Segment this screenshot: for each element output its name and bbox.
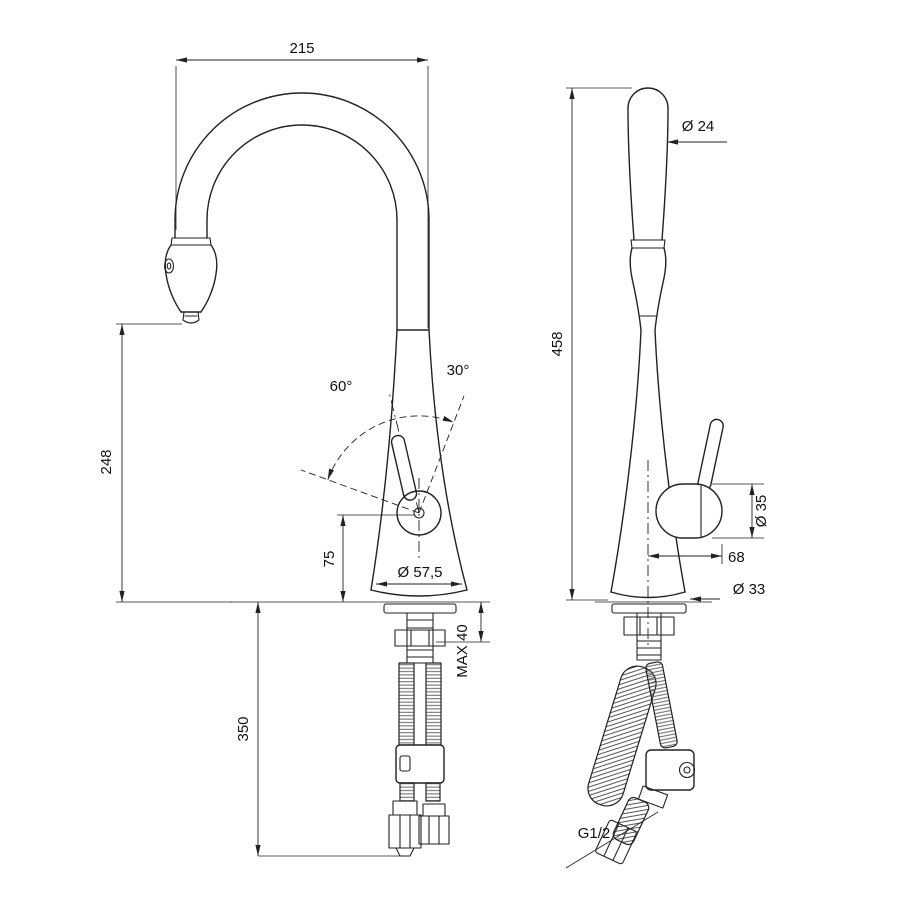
dim-shank-diameter-label: Ø 33 [733,581,766,598]
threaded-shank-front [406,612,434,664]
mounting-plate-front [383,603,457,614]
dim-spout-height-label: 248 [98,449,115,474]
angle-left-label: 60° [330,378,353,395]
supply-hose-left [398,662,415,746]
dim-counter-max-label: MAX 40 [454,624,471,677]
front-view [163,92,490,857]
dim-handle-height-label: 75 [321,551,338,568]
dim-thread-label: G1/2 [578,825,611,842]
spray-button [163,258,175,274]
dim-handle-reach-label: 68 [728,549,745,566]
dim-base-diameter-label: Ø 57,5 [397,564,442,581]
handle-side [655,418,724,539]
dim-hose-length-label: 350 [235,716,252,741]
side-view [587,87,724,865]
supply-hose-side [645,661,678,749]
dim-handle-diameter-label: Ø 35 [753,495,770,528]
handle-rotation-fan [300,391,465,514]
mounting-plate-side [611,603,687,614]
dim-total-height-label: 458 [549,331,566,356]
connector-nut-right [422,803,446,817]
dim-spout-diameter-label: Ø 24 [682,118,715,135]
handle-pivot [396,490,442,536]
connector-nut-left [392,800,418,816]
handle-lever-front [390,434,418,501]
hose-weight-block [395,744,445,784]
handle-lever-side [697,418,724,491]
valve-block [645,749,695,791]
supply-hose-right [425,662,442,746]
mounting-nut-front [394,629,446,647]
handle-boss [655,483,723,539]
pulldown-spray-hose [587,665,657,807]
spray-head [163,244,218,324]
gooseneck-spout [170,92,430,331]
angle-right-label: 30° [447,362,470,379]
dim-leader-thread [565,811,659,869]
dim-width-top-label: 215 [289,40,314,57]
threaded-shank-side [636,612,662,661]
mounting-nut-side [623,616,675,636]
front-undercounter-hardware [383,603,457,857]
dimensions: 215 248 75 Ø 57,5 MAX 40 350 60° 30° 458… [98,40,770,869]
side-undercounter-hardware [587,603,696,865]
handle-front [390,434,442,560]
spout-column-side [627,87,669,331]
